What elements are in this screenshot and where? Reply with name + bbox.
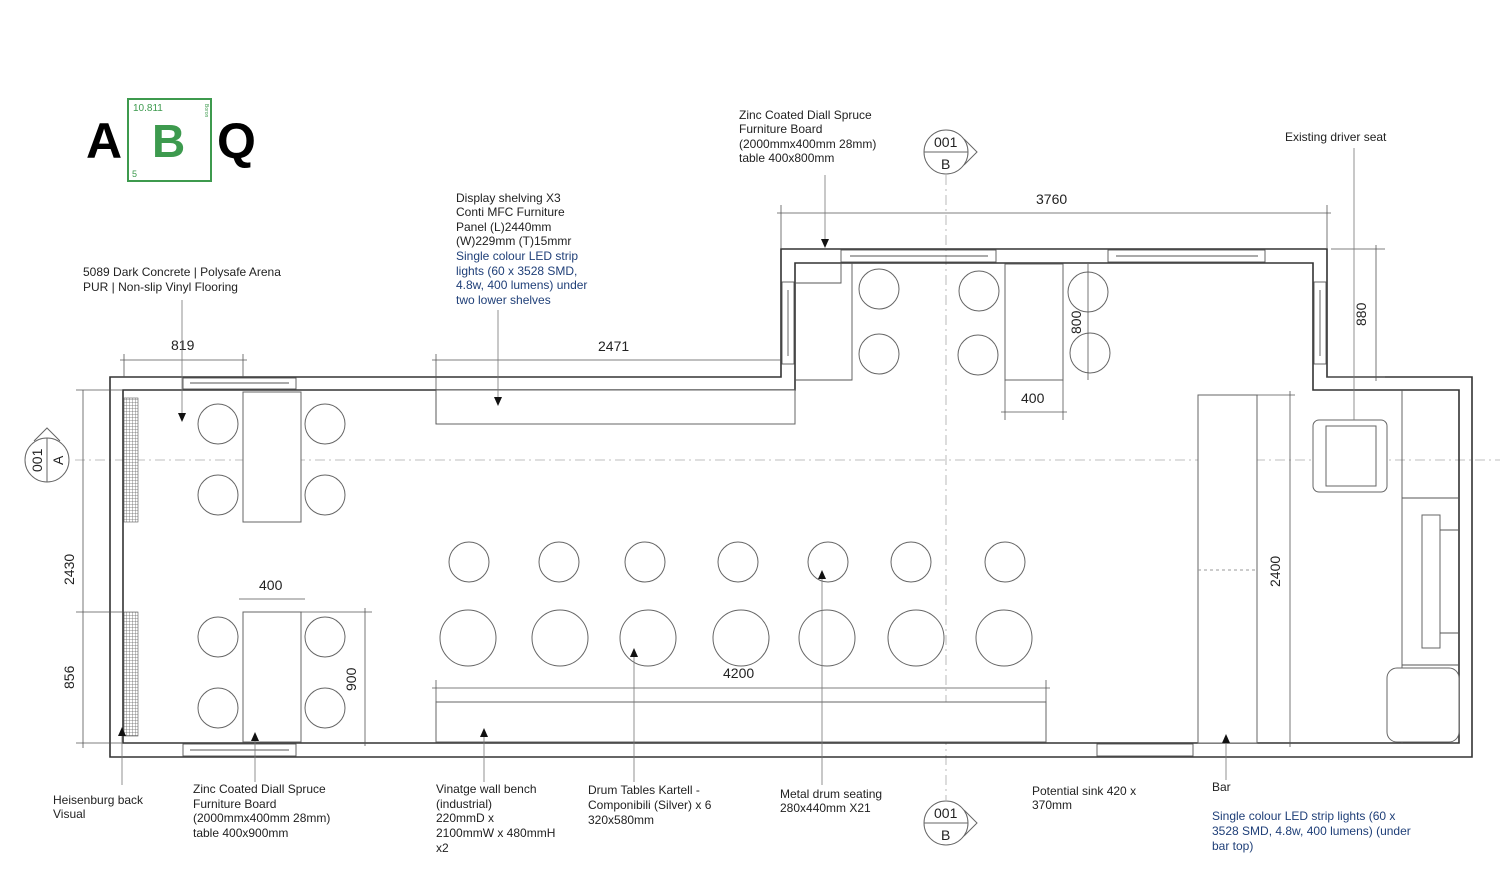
drum-tables [439,609,1033,667]
logo-letter-b: B [152,115,185,167]
dimension-labels: 819 2471 3760 880 800 400 2430 400 856 9… [61,191,1369,691]
table [1004,263,1064,381]
windows [182,249,1327,757]
drum-seating [448,541,1026,583]
table [242,391,302,523]
section-number: 001 [29,448,45,472]
bar-area [1197,390,1460,744]
dimension-lines [76,205,1385,748]
dim-880: 880 [1353,302,1369,326]
driver-seat [1312,419,1388,493]
note-drum-tables: Drum Tables Kartell -Componibili (Silver… [588,783,715,827]
dim-2471: 2471 [598,338,629,354]
logo-atomic-number: 5 [132,169,137,179]
note-bar: Bar [1212,780,1231,794]
dim-3760: 3760 [1036,191,1067,207]
dim-856: 856 [61,665,77,689]
bar-counter [1197,394,1258,744]
section-letter: B [941,827,950,843]
display-shelving [435,389,796,425]
logo-element-box [127,98,212,182]
section-number: 001 [934,134,958,150]
dim-2400: 2400 [1267,556,1283,587]
logo-letter-q: Q [217,113,256,169]
section-letter: B [941,156,950,172]
left-seating [197,391,346,743]
section-marker-top: 001 B [923,129,978,175]
dim-800: 800 [1068,310,1084,334]
dim-400-left: 400 [259,577,283,593]
dim-2430: 2430 [61,554,77,585]
note-driver-seat: Existing driver seat [1285,130,1387,144]
dim-819: 819 [171,337,195,353]
logo-atomic-mass: 10.811 [133,103,163,114]
wall-bench [435,701,1047,743]
section-letter: A [50,455,66,465]
dim-400-top: 400 [1021,390,1045,406]
section-marker-left: 001 A [24,427,70,483]
logo-element-name: Boron [203,104,209,118]
abq-logo: A 10.811 5 Boron B Q [86,98,256,182]
section-marker-bottom: 001 B [923,800,978,846]
logo-letter-a: A [86,113,122,169]
arrowheads [118,239,1230,743]
table [242,611,302,743]
dim-4200: 4200 [723,665,754,681]
dim-900: 900 [343,667,359,691]
inner-wall [122,262,1460,744]
alcove-seating [795,263,1111,381]
heisenberg-back-panels [123,397,139,737]
leader-lines [121,148,1355,785]
section-number: 001 [934,805,958,821]
